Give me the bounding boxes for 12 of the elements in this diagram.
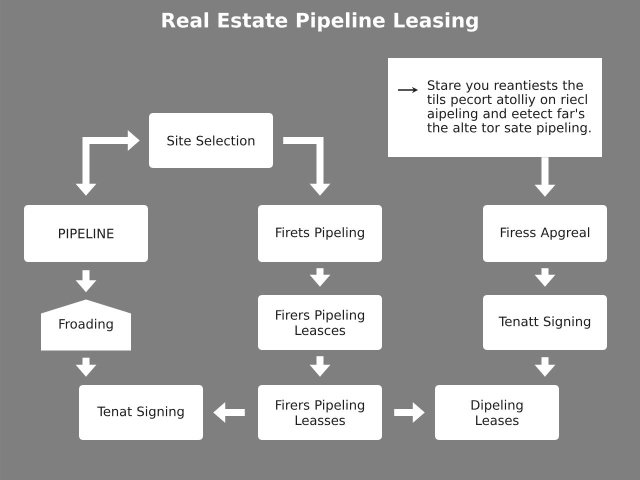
process-box: Firers Pipeling Leasces [258,295,382,350]
process-box: Firers Pipeling Leasses [258,385,382,440]
process-box: Tenat Signing [79,385,203,440]
note-box: Stare you reantiests the tils pecort atolliy on riecl aipeling and eetect far's the alte tor sate pipeling. [388,58,602,157]
process-box: Dipeling Leases [435,385,559,440]
process-box: PIPELINE [24,205,148,262]
process-box: Firets Pipeling [258,205,382,262]
process-box: Site Selection [149,113,273,168]
process-box: Tenatt Signing [483,295,607,350]
title: Real Estate Pipeline Leasing [162,12,478,32]
process-box: Firess Apgreal [483,205,607,262]
pentagon-box: Froading [41,300,131,350]
